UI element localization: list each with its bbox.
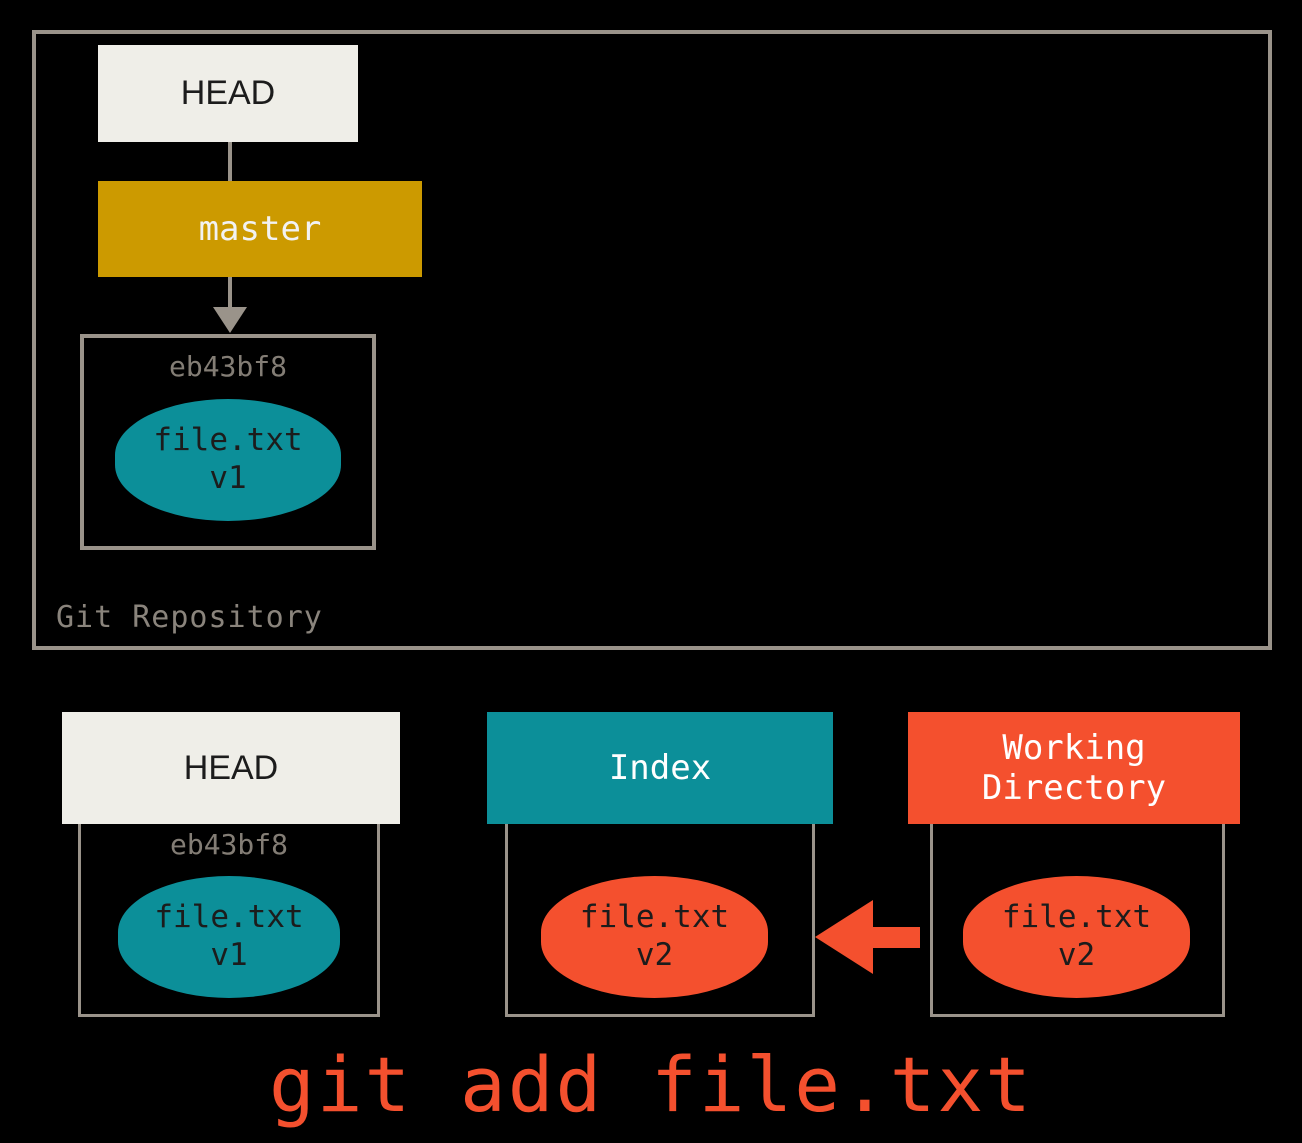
working-directory-header-line2: Directory: [981, 768, 1167, 808]
index-stage-header-label: Index: [608, 747, 712, 788]
repo-head-box[interactable]: HEAD: [98, 45, 358, 142]
repo-commit-blob-filename: file.txt: [153, 422, 303, 459]
command-caption: git add file.txt: [268, 1040, 1034, 1129]
git-repository-label: Git Repository: [56, 600, 323, 635]
head-stage-hash: eb43bf8: [169, 828, 288, 861]
working-directory-blob-filename: file.txt: [1001, 899, 1152, 936]
git-repository-frame: [32, 30, 1272, 650]
working-directory-blob-version: v2: [1057, 937, 1096, 973]
stage-arrow-shaft: [873, 927, 920, 948]
head-stage-blob: file.txt v1: [118, 876, 340, 998]
connector-head-to-master: [228, 142, 232, 181]
repo-commit-frame: [80, 334, 376, 550]
index-stage-blob-version: v2: [635, 937, 674, 973]
working-directory-stage-blob: file.txt v2: [963, 876, 1190, 998]
head-stage-blob-version: v1: [210, 937, 248, 973]
repo-branch-label: master: [198, 208, 322, 249]
index-stage-frame: [505, 824, 815, 1017]
repo-commit-blob: file.txt v1: [115, 399, 341, 521]
connector-master-to-commit: [228, 277, 232, 309]
head-stage-header[interactable]: HEAD: [62, 712, 400, 824]
stage-arrow-head-icon: [815, 900, 873, 974]
repo-head-label: HEAD: [180, 74, 276, 113]
working-directory-stage-header[interactable]: Working Directory: [908, 712, 1240, 824]
head-stage-frame: [78, 824, 380, 1017]
working-directory-stage-frame: [930, 824, 1225, 1017]
index-stage-header[interactable]: Index: [487, 712, 833, 824]
index-stage-blob-filename: file.txt: [579, 899, 730, 936]
repo-branch-master-box[interactable]: master: [98, 181, 422, 277]
arrowhead-master-to-commit: [213, 307, 247, 333]
head-stage-header-label: HEAD: [183, 748, 279, 787]
index-stage-blob: file.txt v2: [541, 876, 768, 998]
repo-commit-blob-version: v1: [209, 460, 247, 496]
head-stage-blob-filename: file.txt: [154, 899, 304, 936]
repo-commit-hash: eb43bf8: [168, 350, 287, 383]
working-directory-header-line1: Working: [1002, 727, 1146, 768]
